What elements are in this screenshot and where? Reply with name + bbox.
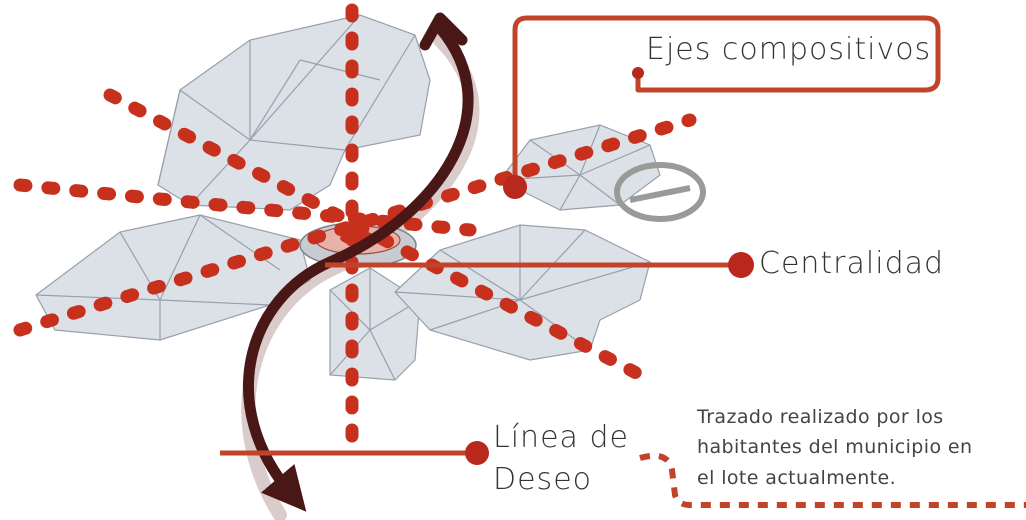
volume-south-east — [394, 224, 651, 361]
volume-north-west — [157, 14, 431, 211]
callout-ejes-frame — [512, 15, 941, 185]
label-linea-de-deseo-line2: Deseo — [493, 462, 592, 497]
callout-linea-dot — [465, 441, 489, 465]
callout-ejes-small-dot — [632, 67, 644, 79]
desire-line-arrow-start — [419, 12, 468, 51]
label-centralidad: Centralidad — [759, 246, 945, 281]
callout-ejes-dot — [503, 175, 527, 199]
note-dashed-frame — [639, 452, 1026, 508]
axis-diagonal-2 — [13, 113, 697, 337]
axis-diagonal-1 — [103, 88, 647, 382]
label-ejes-compositivos: Ejes compositivos — [646, 32, 932, 67]
callout-centralidad-dot — [728, 252, 754, 278]
desire-line — [242, 22, 474, 512]
label-linea-de-deseo-line1: Línea de — [493, 420, 629, 455]
note-line-1: Trazado realizado por los — [697, 406, 944, 428]
gray-circle-marker — [614, 162, 706, 222]
note-line-2: habitantes del municipio en — [697, 436, 973, 458]
axis-diagonal-3 — [13, 178, 477, 237]
note-line-3: el lote actualmente. — [697, 467, 897, 489]
compositional-axes — [13, 3, 697, 457]
